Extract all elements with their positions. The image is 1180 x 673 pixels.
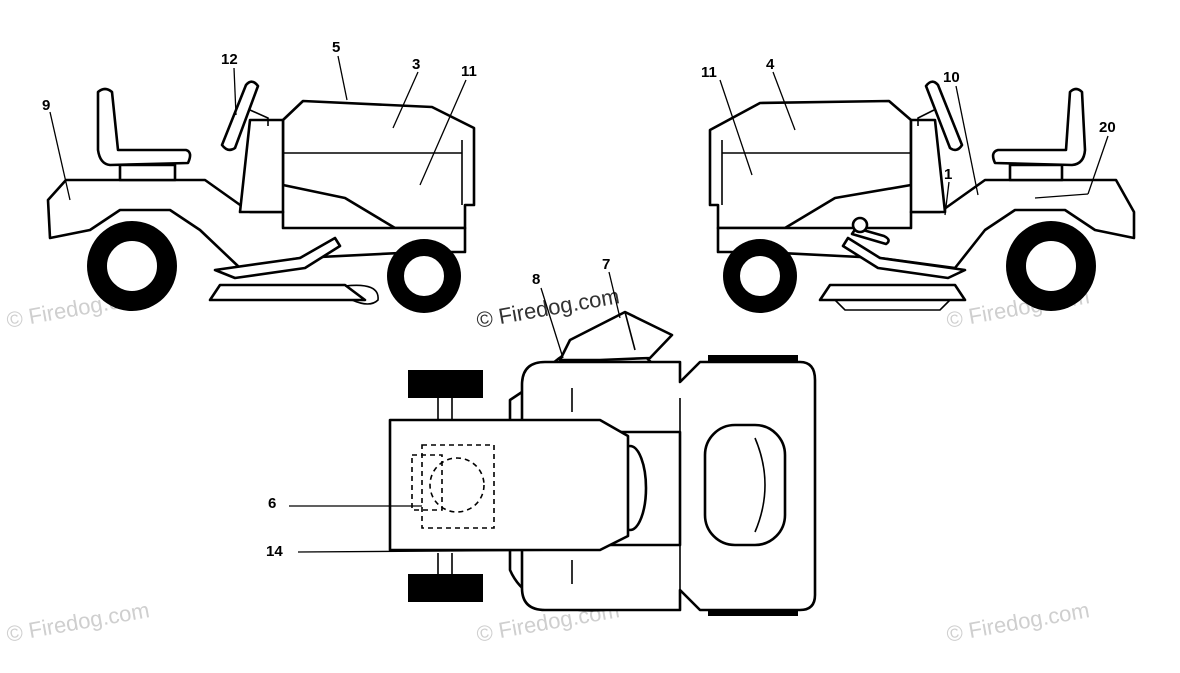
callout-5: 5 — [332, 39, 340, 56]
callout-6: 6 — [268, 495, 276, 512]
chute-line — [624, 311, 636, 351]
seat-base — [1008, 163, 1064, 182]
dash-tower — [238, 118, 285, 214]
rear-rim — [105, 239, 159, 293]
callout-labels: 9 12 5 3 11 11 4 10 1 20 8 7 6 14 — [42, 39, 1116, 560]
callout-11-right: 11 — [701, 64, 717, 81]
hood-top — [388, 418, 630, 552]
seat-base — [118, 163, 177, 182]
steering-wheel — [924, 80, 964, 152]
callout-4: 4 — [766, 56, 775, 73]
watermark: © Firedog.com — [945, 597, 1092, 647]
front-rim — [738, 254, 782, 298]
callout-1: 1 — [944, 166, 952, 183]
callout-8: 8 — [532, 271, 540, 288]
deck-skirt — [834, 299, 951, 311]
seat — [96, 87, 192, 167]
dash-tower — [909, 118, 947, 214]
callout-7: 7 — [602, 256, 610, 273]
callout-14: 14 — [266, 543, 283, 560]
engine-outline-inner — [411, 454, 443, 511]
engine-circle — [429, 457, 485, 513]
hood — [281, 99, 476, 230]
rear-rim — [1024, 239, 1078, 293]
seat-curve — [754, 437, 766, 533]
callout-11-left: 11 — [461, 63, 477, 80]
front-left-tire — [408, 370, 483, 398]
hood — [708, 99, 913, 230]
callout-20: 20 — [1099, 119, 1116, 136]
lever-knob — [851, 216, 869, 234]
seat — [991, 87, 1087, 167]
right-tractor-side-view — [708, 80, 1136, 313]
front-rim — [402, 254, 446, 298]
seat-top — [703, 423, 787, 547]
deck-chute — [344, 284, 379, 305]
leader-lines — [49, 55, 1109, 553]
foot-rail — [841, 236, 967, 280]
front-right-tire — [408, 574, 483, 602]
callout-3: 3 — [412, 56, 420, 73]
engine-outline — [421, 444, 495, 529]
mower-deck — [208, 283, 367, 302]
discharge-chute — [558, 310, 674, 362]
watermark: © Firedog.com — [5, 597, 152, 647]
steering-column — [249, 109, 269, 126]
callout-9: 9 — [42, 97, 50, 114]
steering-column — [917, 109, 935, 126]
steering-wheel — [220, 80, 260, 152]
mower-deck — [818, 283, 967, 302]
callout-10: 10 — [943, 69, 960, 86]
top-view-tractor — [388, 310, 817, 616]
callout-12: 12 — [221, 51, 238, 68]
front-axle — [437, 398, 453, 574]
foot-rail — [213, 236, 342, 280]
left-tractor-side-view — [46, 80, 476, 313]
